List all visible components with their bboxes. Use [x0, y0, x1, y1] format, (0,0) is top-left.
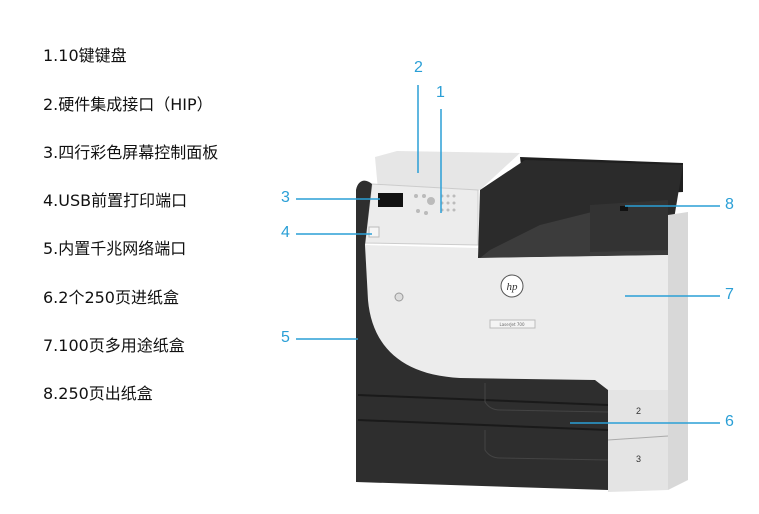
display-screen — [378, 193, 403, 207]
feature-3: 3.四行彩色屏幕控制面板 — [43, 143, 219, 162]
tray-3-label: 3 — [636, 454, 641, 464]
feature-1: 1.10键键盘 — [43, 46, 127, 65]
model-badge — [489, 319, 536, 329]
hp-logo-text: hp — [507, 281, 519, 293]
callout-4: 4 — [281, 224, 290, 241]
callout-3: 3 — [281, 189, 290, 206]
callout-6: 6 — [725, 413, 734, 430]
tray-2-label: 2 — [636, 406, 641, 416]
feature-2: 2.硬件集成接口（HIP） — [43, 95, 213, 114]
callout-1: 1 — [436, 84, 445, 101]
callout-2: 2 — [414, 59, 423, 76]
feature-4: 4.USB前置打印端口 — [43, 191, 188, 210]
hp-logo — [500, 274, 524, 298]
feature-7: 7.100页多用途纸盒 — [43, 336, 185, 355]
feature-6: 6.2个250页进纸盒 — [43, 288, 179, 307]
feature-5: 5.内置千兆网络端口 — [43, 239, 187, 258]
callout-5: 5 — [281, 329, 290, 346]
feature-8: 8.250页出纸盒 — [43, 384, 153, 403]
callout-7: 7 — [725, 286, 734, 303]
svg-text:LaserJet 700: LaserJet 700 — [500, 322, 525, 327]
door-button — [394, 292, 404, 302]
callout-8: 8 — [725, 196, 734, 213]
usb-port — [368, 226, 380, 238]
